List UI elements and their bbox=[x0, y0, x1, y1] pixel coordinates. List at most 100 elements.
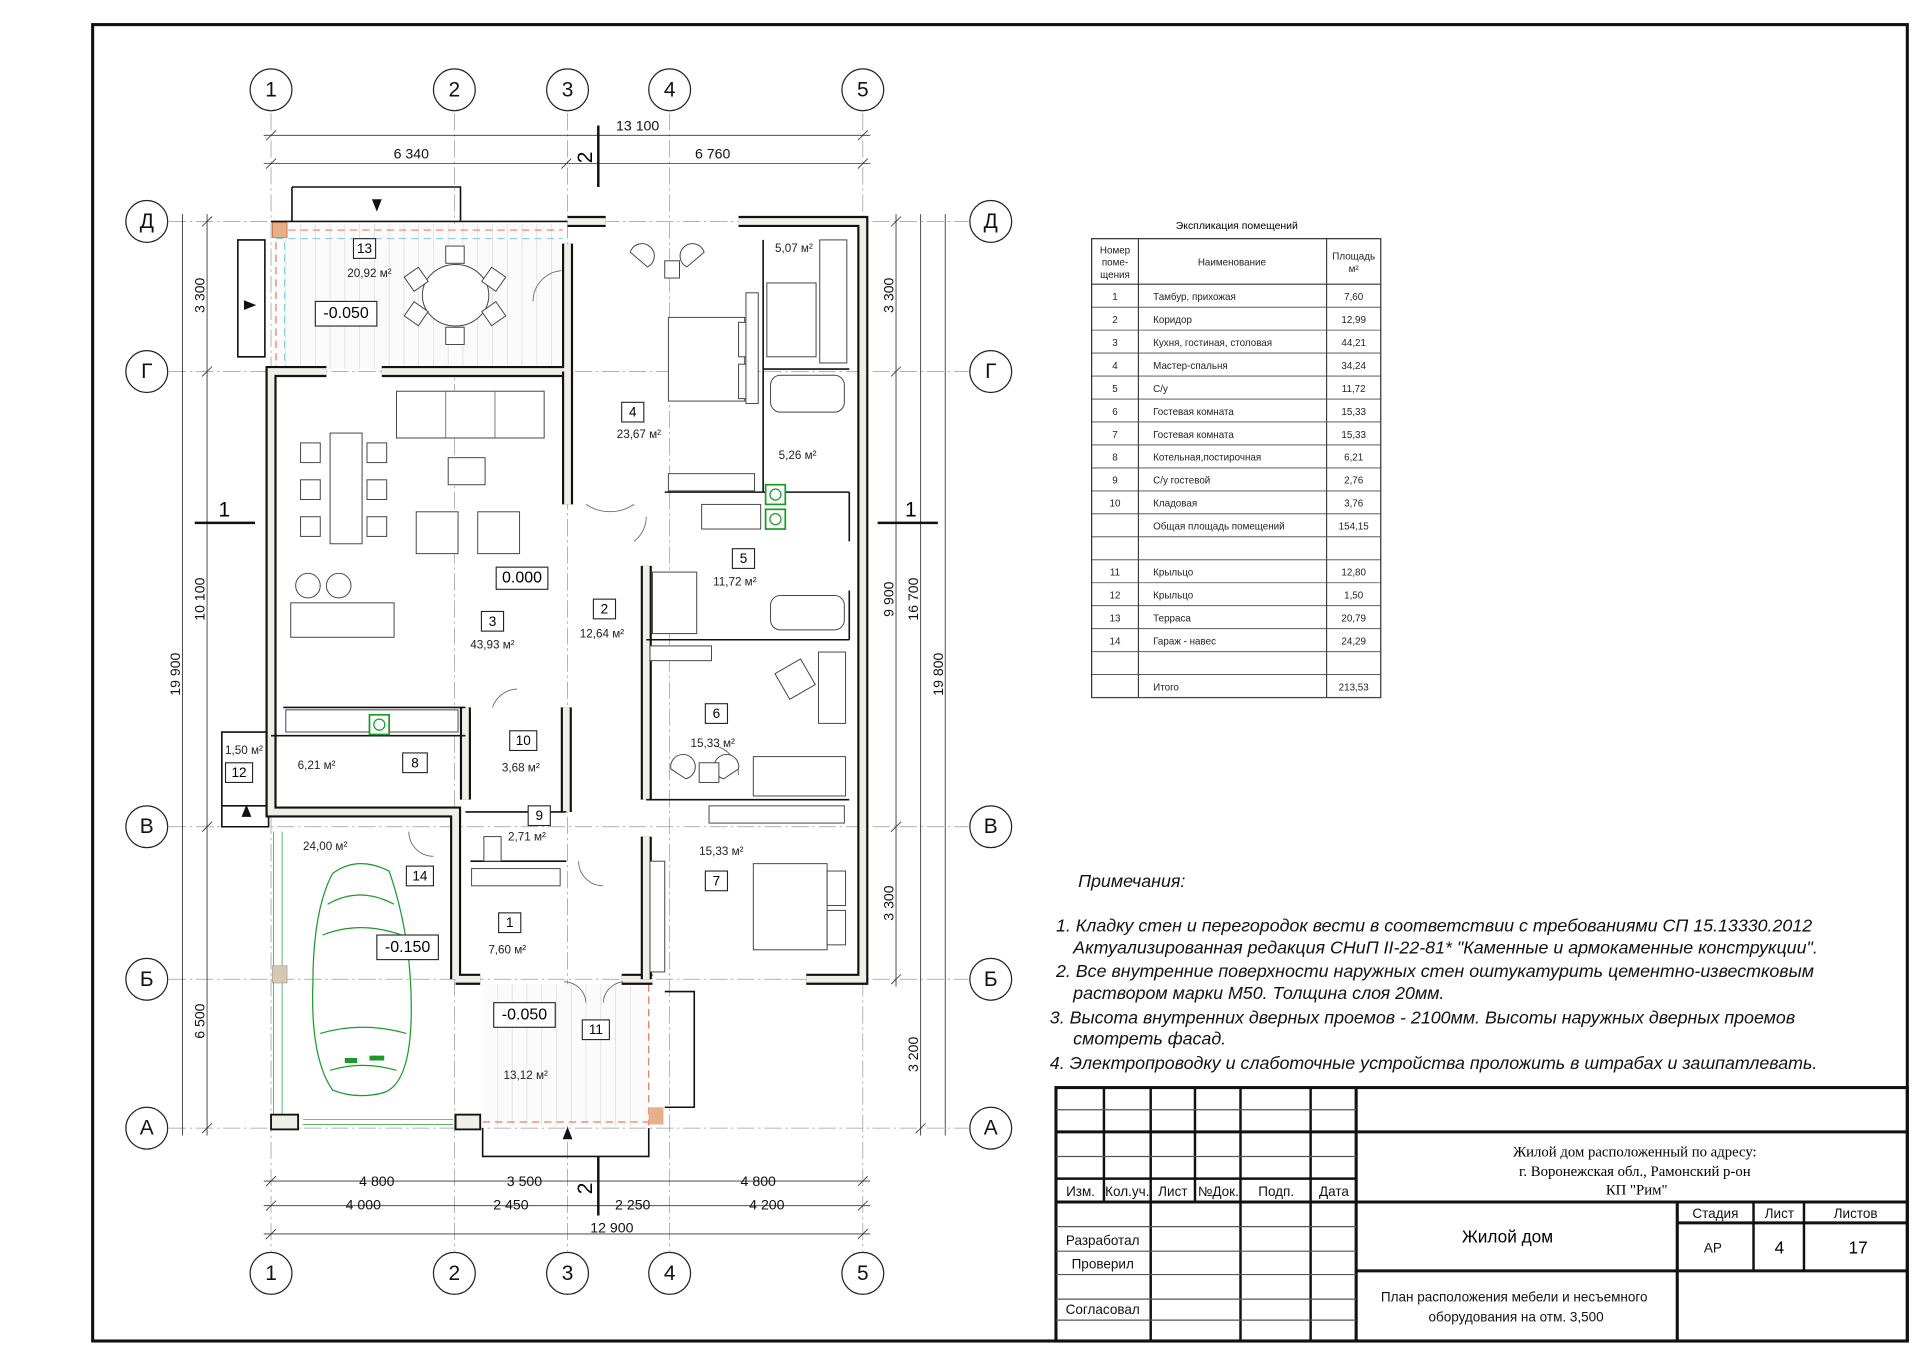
table-cell-name: Гараж - навес bbox=[1153, 636, 1216, 647]
svg-text:2: 2 bbox=[449, 78, 461, 101]
axis-row-g-right: Г bbox=[969, 350, 1013, 394]
table-cell-area: 34,24 bbox=[1341, 361, 1366, 372]
dim-bottom-upper-2: 3 500 bbox=[507, 1173, 542, 1189]
col-header-date: Дата bbox=[1319, 1184, 1349, 1199]
table-cell-name: С/у гостевой bbox=[1153, 476, 1210, 487]
room-labels: 13 20,92 м² 4 23,67 м² 5,07 м² 5,26 м² 5… bbox=[224, 238, 817, 1082]
dim-left-1: 3 300 bbox=[192, 277, 208, 312]
table-cell-number: 13 bbox=[1110, 613, 1121, 624]
svg-text:В: В bbox=[984, 815, 998, 838]
table-cell-area: 1,50 bbox=[1344, 591, 1364, 602]
room-6-area: 15,33 м² bbox=[691, 737, 735, 750]
drawing-title: План расположения мебели и несъемного об… bbox=[1381, 1290, 1651, 1325]
dim-bottom-total: 12 900 bbox=[590, 1220, 633, 1236]
sheets-value: 17 bbox=[1849, 1238, 1868, 1258]
svg-text:5: 5 bbox=[857, 78, 869, 101]
room-13-number: 13 bbox=[352, 238, 377, 259]
elevation-main: 0.000 bbox=[495, 566, 549, 590]
axis-col-1-bottom: 1 bbox=[249, 1251, 293, 1295]
col-header-izm: Изм. bbox=[1066, 1184, 1095, 1199]
dim-bottom-lower-2: 2 450 bbox=[493, 1196, 528, 1212]
table-cell-number: 6 bbox=[1112, 407, 1118, 418]
svg-text:2: 2 bbox=[574, 152, 597, 164]
table-cell-area: 154,15 bbox=[1339, 522, 1370, 533]
room-3-area: 43,93 м² bbox=[470, 638, 514, 651]
note-line: 1. Кладку стен и перегородок вести в соо… bbox=[1056, 915, 1812, 935]
svg-text:1: 1 bbox=[506, 915, 514, 930]
svg-text:Д: Д bbox=[984, 210, 998, 233]
elevation-garage: -0.150 bbox=[376, 934, 439, 961]
dim-left-3: 6 500 bbox=[192, 1003, 208, 1038]
elevation-porch: -0.050 bbox=[493, 1002, 556, 1028]
table-cell-area: 2,76 bbox=[1344, 476, 1364, 487]
axis-col-3-top: 3 bbox=[546, 68, 590, 112]
svg-text:3: 3 bbox=[489, 614, 497, 629]
svg-text:А: А bbox=[140, 1117, 154, 1140]
room-9-number: 9 bbox=[527, 805, 551, 827]
table-cell-name: Тамбур, прихожая bbox=[1153, 292, 1236, 303]
table-cell-name: Крыльцо bbox=[1153, 591, 1194, 602]
room-5-number: 5 bbox=[731, 548, 756, 569]
table-cell-name: Гостевая комната bbox=[1153, 430, 1234, 441]
table-cell-number: 3 bbox=[1112, 338, 1118, 349]
table-cell-area: 213,53 bbox=[1339, 682, 1370, 693]
room-11-area: 13,12 м² bbox=[504, 1069, 548, 1082]
dim-left-total: 19 900 bbox=[167, 652, 183, 695]
col-header-list: Лист bbox=[1158, 1184, 1187, 1199]
svg-text:4: 4 bbox=[629, 405, 637, 420]
axis-col-2-top: 2 bbox=[432, 68, 476, 112]
table-cell-name: Гостевая комната bbox=[1153, 407, 1234, 418]
table-cell-number: 7 bbox=[1112, 430, 1117, 441]
dim-top-2: 6 760 bbox=[695, 146, 730, 162]
equipment bbox=[368, 483, 787, 736]
table-cell-area: 12,99 bbox=[1341, 315, 1366, 326]
svg-text:1: 1 bbox=[905, 499, 917, 522]
room-11-number: 11 bbox=[581, 1019, 610, 1041]
svg-text:6: 6 bbox=[713, 706, 721, 721]
dim-top-total: 13 100 bbox=[616, 117, 659, 133]
room-6-number: 6 bbox=[704, 703, 729, 724]
svg-text:10: 10 bbox=[516, 733, 531, 748]
room-1-number: 1 bbox=[498, 912, 522, 934]
svg-text:2: 2 bbox=[574, 1183, 597, 1195]
table-cell-name: Кухня, гостиная, столовая bbox=[1153, 338, 1272, 349]
table-cell-number: 12 bbox=[1110, 591, 1121, 602]
axis-col-4-bottom: 4 bbox=[648, 1251, 692, 1295]
dim-bottom-upper-1: 4 800 bbox=[359, 1173, 394, 1189]
sheets-label: Листов bbox=[1834, 1206, 1878, 1221]
room-14-area: 24,00 м² bbox=[303, 840, 347, 853]
axis-row-b-left: Б bbox=[125, 957, 169, 1001]
dim-right-total: 19 800 bbox=[930, 652, 946, 695]
svg-text:5: 5 bbox=[857, 1262, 869, 1285]
dim-left-2: 10 100 bbox=[192, 577, 208, 620]
room-9-area: 2,71 м² bbox=[508, 830, 546, 843]
table-title: Экспликация помещений bbox=[1176, 221, 1298, 232]
dim-top-1: 6 340 bbox=[394, 146, 429, 162]
room-14-number: 14 bbox=[405, 865, 434, 887]
axis-row-d-left: Д bbox=[125, 199, 169, 243]
svg-text:-0.050: -0.050 bbox=[323, 305, 368, 322]
section-marks: 1 1 2 2 bbox=[194, 125, 938, 1216]
role-checked: Проверил bbox=[1072, 1256, 1134, 1271]
room-7-area: 15,33 м² bbox=[699, 845, 743, 858]
svg-text:Г: Г bbox=[141, 360, 152, 383]
svg-text:12: 12 bbox=[232, 765, 247, 780]
table-cell-area: 44,21 bbox=[1341, 338, 1366, 349]
address-text: Жилой дом расположенный по адресу: г. Во… bbox=[1513, 1144, 1760, 1198]
room-2-area: 12,64 м² bbox=[580, 627, 624, 640]
col-header-kol: Кол.уч. bbox=[1105, 1184, 1149, 1199]
col-header-doc: №Док. bbox=[1198, 1184, 1239, 1199]
axis-row-a-left: А bbox=[125, 1106, 169, 1150]
axis-markers: 1 2 3 4 5 1 2 3 4 5 Д Г В Б А Д Г В Б А bbox=[125, 68, 1013, 1295]
table-cell-number: 5 bbox=[1112, 384, 1118, 395]
dim-bottom-lower-3: 2 250 bbox=[615, 1196, 650, 1212]
svg-text:13: 13 bbox=[357, 241, 372, 256]
title-block: Изм. Кол.уч. Лист №Док. Подп. Дата Разра… bbox=[1054, 1086, 1909, 1343]
axis-col-5-top: 5 bbox=[841, 68, 885, 112]
note-line: 2. Все внутренние поверхности наружных с… bbox=[1055, 961, 1814, 981]
svg-text:4: 4 bbox=[664, 78, 676, 101]
table-cell-name: Мастер-спальня bbox=[1153, 361, 1228, 372]
